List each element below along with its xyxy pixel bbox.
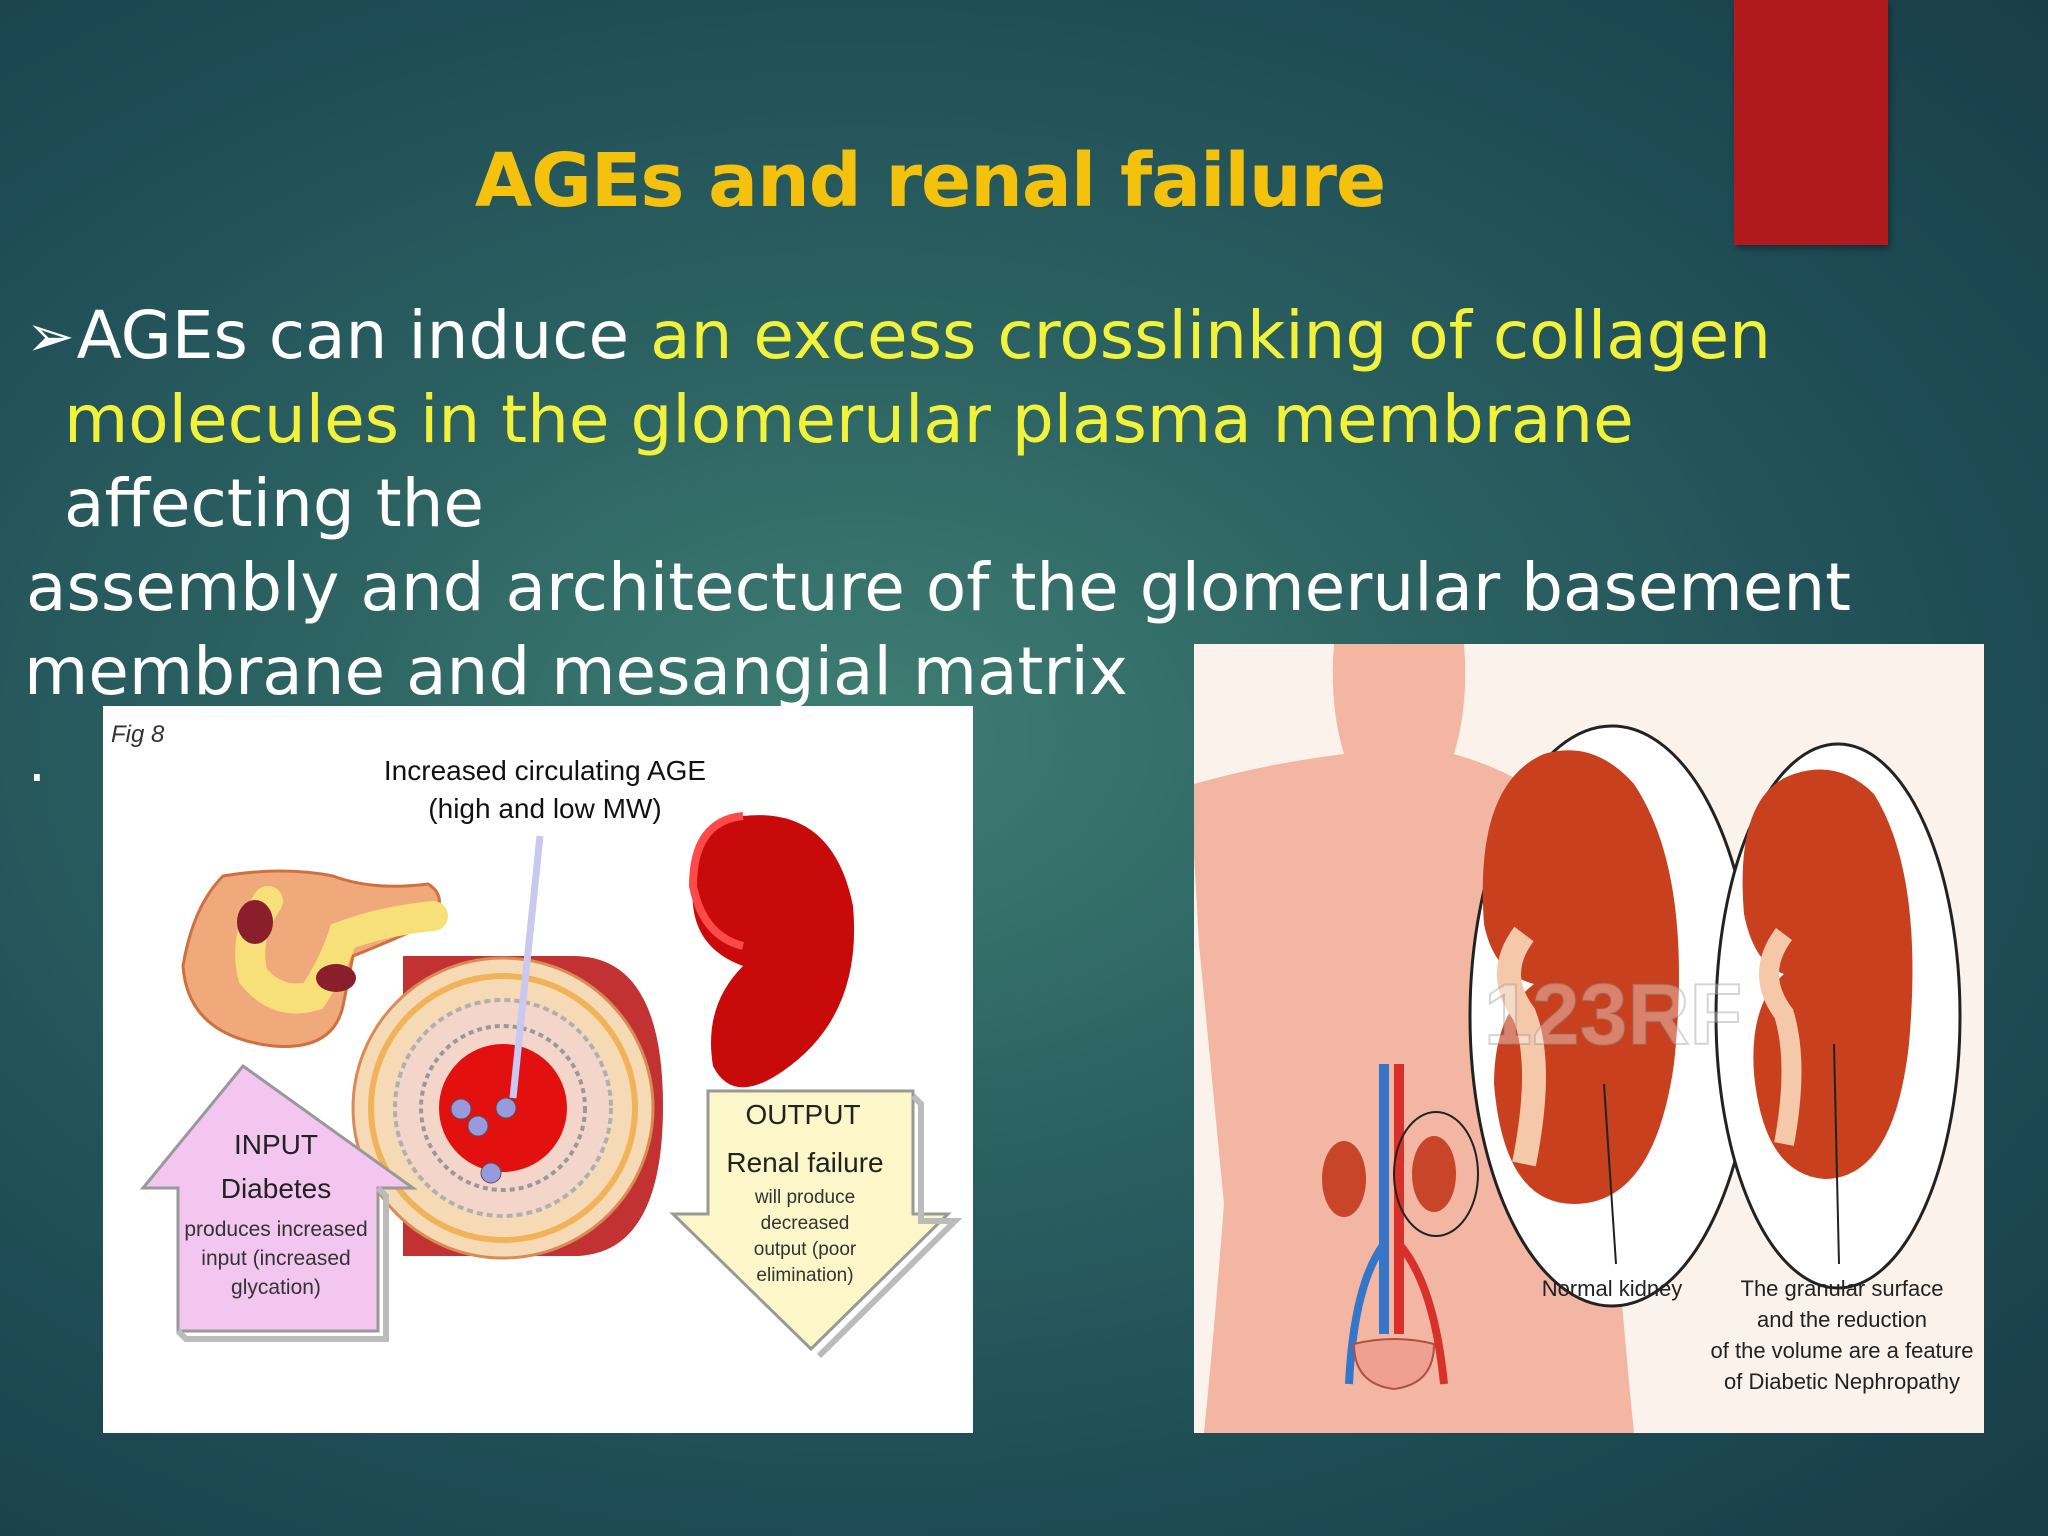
diseased-label-2: and the reduction [1757,1307,1927,1332]
figure-age-diagram: Fig 8 Increased circulating AGE (high an… [103,706,973,1433]
input-desc-3: glycation) [231,1276,321,1299]
output-desc-4: elimination) [756,1265,853,1286]
blood-vessel-icon [351,835,663,1260]
output-title: OUTPUT [745,1099,860,1130]
bullet-line-1: ➢AGEs can induce an excess crosslinking … [26,294,1906,378]
input-desc-1: produces increased [184,1218,367,1241]
normal-kidney-label: Normal kidney [1542,1276,1683,1301]
normal-kidney-icon [1468,724,1756,1308]
bullet-text: ➢AGEs can induce an excess crosslinking … [24,294,1906,714]
watermark: 123RF [1484,967,1742,1063]
output-desc-1: will produce [754,1187,855,1208]
text-run: membrane and mesangial matrix [24,633,1128,710]
output-desc-3: output (poor [754,1239,857,1260]
bullet-arrow-icon: ➢ [26,302,75,370]
text-run: AGEs can induce [76,297,651,374]
input-arrow-icon [139,1063,418,1342]
kidney-comparison-svg: 123RF Normal kidney The granular surface… [1194,644,1974,1433]
fig-label: Fig 8 [111,721,165,748]
kidney-icon [688,812,855,1088]
output-subtitle: Renal failure [726,1147,883,1178]
age-diagram-svg: Fig 8 Increased circulating AGE (high an… [111,721,963,1359]
text-run: affecting the [64,465,485,542]
input-subtitle: Diabetes [221,1173,332,1204]
output-arrow-icon [669,1089,963,1359]
accent-bar [1734,0,1888,245]
bullet-line-3: affecting the [26,462,1906,546]
urinary-system-icon [1322,1064,1479,1391]
input-desc-2: input (increased [201,1247,350,1270]
slide-title: AGEs and renal failure [474,138,1386,224]
bullet-line-5: membrane and mesangial matrix [24,630,1906,714]
fig-heading-1: Increased circulating AGE [384,755,706,786]
output-desc-2: decreased [761,1213,850,1234]
text-run: assembly and architecture of the glomeru… [26,549,1852,626]
figure-kidney-comparison: 123RF Normal kidney The granular surface… [1194,644,1984,1433]
bullet-line-4: assembly and architecture of the glomeru… [26,546,1906,630]
diseased-kidney-icon [1714,742,1962,1290]
diseased-label-4: of Diabetic Nephropathy [1724,1369,1960,1394]
fig-heading-2: (high and low MW) [428,793,661,824]
diseased-label-3: of the volume are a feature [1711,1338,1974,1363]
highlight-run: molecules in the glomerular plasma membr… [64,381,1634,458]
pancreas-icon [181,869,448,1048]
diseased-label-1: The granular surface [1741,1276,1944,1301]
trailing-dot: . [28,730,46,795]
input-title: INPUT [234,1129,318,1160]
highlight-run: an excess crosslinking of collagen [650,297,1771,374]
bullet-line-2: molecules in the glomerular plasma membr… [26,378,1906,462]
